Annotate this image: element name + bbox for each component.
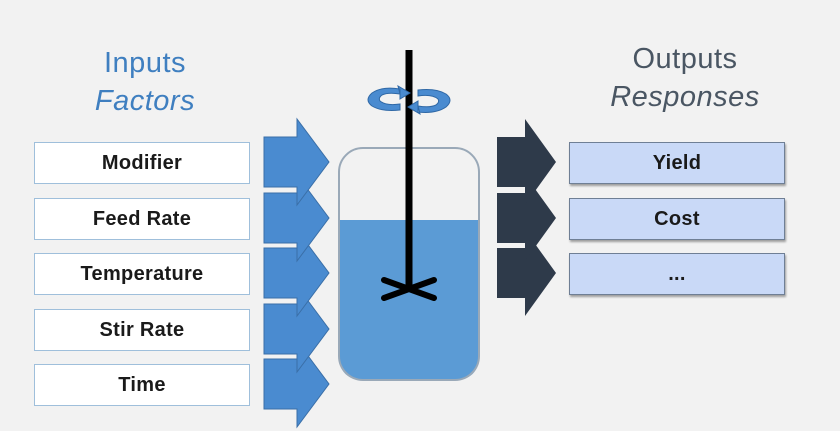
output-arrow-more bbox=[497, 230, 556, 316]
output-response-cost: Cost bbox=[569, 198, 785, 240]
impeller-icon bbox=[381, 277, 437, 301]
rotation-arrows-icon bbox=[367, 84, 451, 116]
inputs-title: Inputs bbox=[104, 47, 186, 79]
input-factor-temperature: Temperature bbox=[34, 253, 250, 295]
rotation-arrow-left bbox=[367, 84, 411, 111]
input-factor-time: Time bbox=[34, 364, 250, 406]
rotation-arrow-right bbox=[407, 89, 451, 116]
inputs-subtitle: Factors bbox=[94, 85, 196, 117]
input-factor-modifier: Modifier bbox=[34, 142, 250, 184]
outputs-title: Outputs bbox=[632, 43, 738, 75]
input-arrows bbox=[263, 117, 330, 429]
input-factor-stir-rate: Stir Rate bbox=[34, 309, 250, 351]
output-response-yield: Yield bbox=[569, 142, 785, 184]
reactor-vessel bbox=[338, 50, 480, 381]
input-factor-feed-rate: Feed Rate bbox=[34, 198, 250, 240]
output-arrow-cost bbox=[497, 175, 556, 261]
outputs-subtitle: Responses bbox=[610, 81, 760, 113]
input-arrow-modifier bbox=[263, 117, 330, 207]
vessel-liquid bbox=[339, 220, 479, 380]
outputs-heading: Outputs Responses bbox=[585, 40, 785, 116]
output-arrow-yield bbox=[497, 119, 556, 205]
output-arrows bbox=[497, 119, 556, 316]
output-response-more: ... bbox=[569, 253, 785, 295]
inputs-heading: Inputs Factors bbox=[50, 44, 240, 120]
